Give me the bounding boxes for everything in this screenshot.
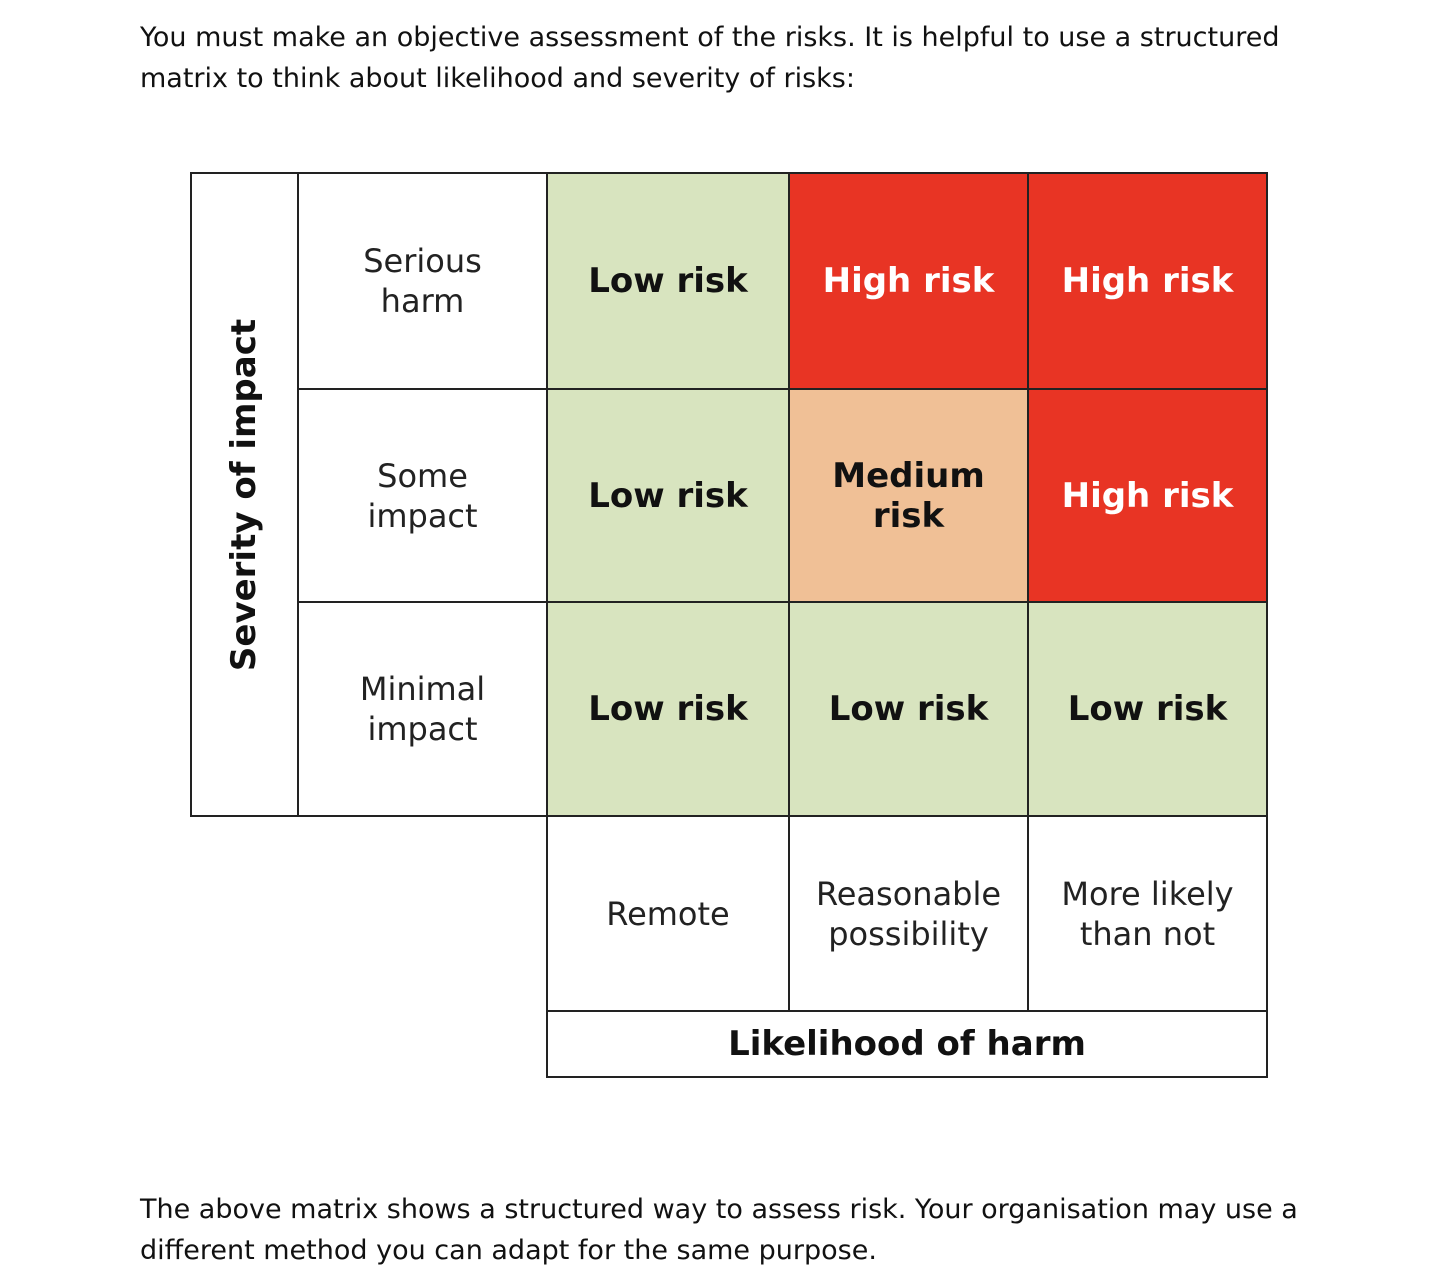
severity-minimal-impact: Minimal impact (297, 601, 548, 817)
likelihood-reasonable-possibility: Reasonable possibility (788, 815, 1029, 1012)
likelihood-more-likely-than-not: More likely than not (1027, 815, 1268, 1012)
cell-minimal-remote: Low risk (546, 601, 790, 817)
cell-serious-reasonable: High risk (788, 172, 1029, 390)
cell-serious-likely: High risk (1027, 172, 1268, 390)
cell-minimal-likely: Low risk (1027, 601, 1268, 817)
cell-some-remote: Low risk (546, 388, 790, 603)
outro-paragraph: The above matrix shows a structured way … (140, 1194, 1298, 1266)
cell-minimal-reasonable: Low risk (788, 601, 1029, 817)
severity-some-impact: Some impact (297, 388, 548, 603)
likelihood-remote: Remote (546, 815, 790, 1012)
cell-some-reasonable: Medium risk (788, 388, 1029, 603)
cell-serious-remote: Low risk (546, 172, 790, 390)
likelihood-axis-label: Likelihood of harm (546, 1010, 1268, 1078)
intro-paragraph: You must make an objective assessment of… (140, 22, 1280, 94)
severity-axis-label: Severity of impact (190, 172, 299, 817)
cell-some-likely: High risk (1027, 388, 1268, 603)
severity-serious-harm: Serious harm (297, 172, 548, 390)
